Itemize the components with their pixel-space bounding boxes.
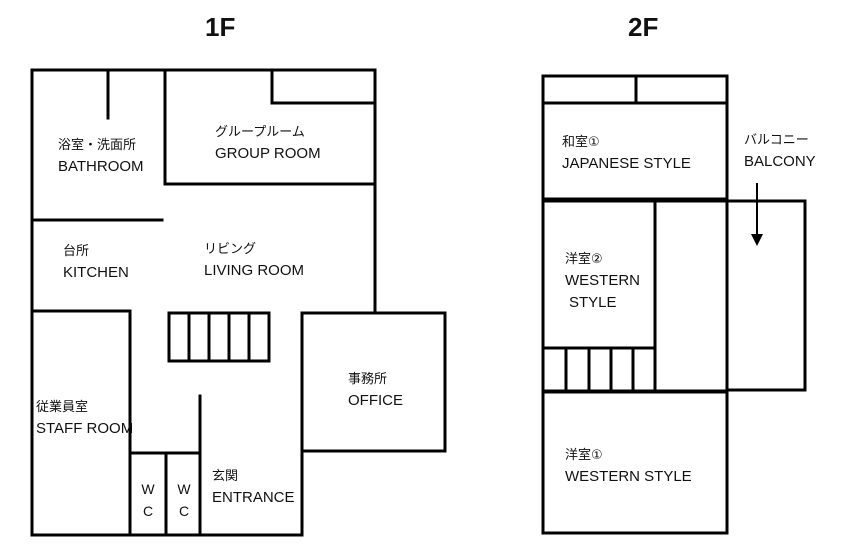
group-room-en: GROUP ROOM xyxy=(215,145,321,162)
bathroom-en: BATHROOM xyxy=(58,158,144,175)
wc-left-line2: C xyxy=(142,503,154,519)
group-room-jp: グループルーム xyxy=(215,124,305,139)
balcony-en: BALCONY xyxy=(744,153,816,170)
room-label-entrance: 玄関 ENTRANCE xyxy=(212,465,295,509)
floor-title-1f: 1F xyxy=(205,12,236,42)
wc-left-line1: W xyxy=(141,481,155,497)
office-en: OFFICE xyxy=(348,392,403,409)
room-label-office: 事務所 OFFICE xyxy=(348,368,403,412)
western-style-2-en2: STYLE xyxy=(569,294,617,311)
staff-room-en: STAFF ROOM xyxy=(36,420,134,437)
office-jp: 事務所 xyxy=(348,371,388,386)
kitchen-en: KITCHEN xyxy=(63,264,129,281)
japanese-style-1-en: JAPANESE STYLE xyxy=(562,155,691,172)
western-style-1-en: WESTERN STYLE xyxy=(565,468,692,485)
room-label-balcony: バルコニー BALCONY xyxy=(744,129,816,173)
balcony-arrow-icon xyxy=(751,183,763,246)
room-label-kitchen: 台所 KITCHEN xyxy=(63,240,129,284)
bathroom-jp: 浴室・洗面所 xyxy=(58,137,137,152)
western-style-2-jp: 洋室② xyxy=(565,251,603,266)
western-style-1-jp: 洋室① xyxy=(565,447,603,462)
japanese-style-1-jp: 和室① xyxy=(562,134,600,149)
staff-room-jp: 従業員室 xyxy=(36,399,89,414)
balcony-jp: バルコニー xyxy=(744,132,809,147)
first-floor-walls xyxy=(30,68,447,537)
room-label-wc-left: W C xyxy=(138,478,158,522)
room-label-living-room: リビング LIVING ROOM xyxy=(204,238,304,282)
second-floor-walls xyxy=(541,74,807,535)
kitchen-jp: 台所 xyxy=(63,243,90,258)
room-label-western-style-2: 洋室② WESTERN STYLE xyxy=(565,248,640,314)
floor-title-2f: 2F xyxy=(628,12,659,42)
western-style-2-en1: WESTERN xyxy=(565,272,640,289)
entrance-jp: 玄関 xyxy=(212,468,239,483)
room-label-group-room: グループルーム GROUP ROOM xyxy=(215,121,321,165)
wc-right-line1: W xyxy=(177,481,191,497)
room-label-western-style-1: 洋室① WESTERN STYLE xyxy=(565,444,692,488)
room-label-staff-room: 従業員室 STAFF ROOM xyxy=(36,396,133,440)
room-label-japanese-style-1: 和室① JAPANESE STYLE xyxy=(562,131,691,175)
room-label-wc-right: W C xyxy=(174,478,194,522)
wc-right-line2: C xyxy=(178,503,190,519)
entrance-en: ENTRANCE xyxy=(212,489,295,506)
room-label-bathroom: 浴室・洗面所 BATHROOM xyxy=(58,134,144,178)
living-room-jp: リビング xyxy=(204,241,257,256)
living-room-en: LIVING ROOM xyxy=(204,262,305,279)
